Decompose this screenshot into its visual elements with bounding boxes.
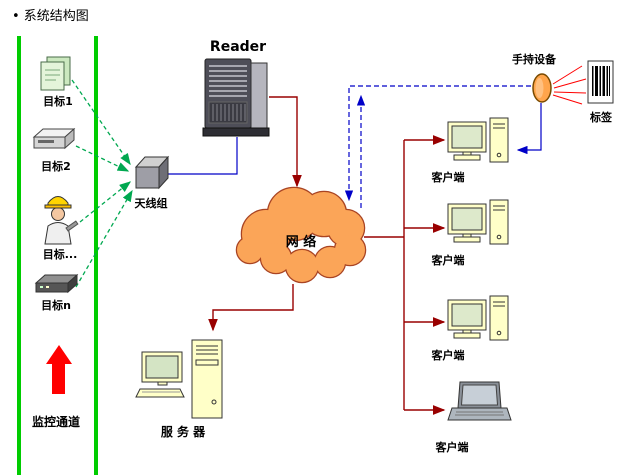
label-target-3: 目标... — [42, 248, 78, 261]
label-target-1: 目标1 — [43, 95, 73, 108]
client-laptop-icon — [447, 381, 512, 421]
label-antenna: 天线组 — [134, 197, 168, 210]
link-network-server — [208, 284, 294, 332]
blue-links — [168, 103, 542, 175]
scan-ray-3 — [553, 91, 587, 94]
link-handheld-network-down — [344, 85, 531, 202]
label-tag: 标签 — [590, 111, 612, 124]
page-title: • 系统结构图 — [12, 9, 89, 24]
client-desktop-icon-2 — [447, 199, 509, 245]
link-target1-antenna — [71, 79, 131, 166]
label-handheld: 手持设备 — [512, 53, 556, 66]
link-target3-antenna — [79, 181, 132, 223]
link-target2-antenna — [75, 145, 130, 172]
documents-icon — [40, 56, 71, 91]
channel-rail-right — [94, 36, 98, 475]
label-client-4: 客户端 — [435, 441, 469, 454]
link-handheld-client1 — [516, 103, 542, 155]
label-target-2: 目标2 — [41, 160, 71, 173]
label-monitor-channel: 监控通道 — [31, 415, 80, 429]
reader-icon — [202, 58, 270, 137]
device-icon-n — [34, 273, 79, 294]
antenna-icon — [134, 155, 170, 190]
link-antenna-reader — [168, 137, 238, 175]
handheld-icon — [532, 73, 552, 103]
channel-up-arrow-icon — [46, 345, 72, 394]
label-client-1: 客户端 — [431, 171, 465, 184]
label-server: 服 务 器 — [160, 425, 206, 439]
scan-ray-2 — [553, 78, 587, 89]
green-dashed-links — [71, 79, 133, 288]
link-reader-network — [269, 96, 302, 188]
link-target4-antenna — [75, 189, 133, 288]
scan-ray-1 — [552, 65, 583, 85]
label-client-3: 客户端 — [431, 349, 465, 362]
channel-rail-left — [17, 36, 21, 475]
label-client-2: 客户端 — [431, 254, 465, 267]
worker-icon — [44, 196, 79, 245]
network-cloud-icon — [235, 186, 367, 284]
handheld-scan-rays — [552, 65, 587, 105]
label-network: 网 络 — [285, 235, 317, 250]
server-icon — [135, 339, 223, 419]
client-desktop-icon-3 — [447, 295, 509, 341]
scan-ray-4 — [552, 94, 583, 105]
device-icon-2 — [32, 127, 76, 150]
tag-barcode-icon — [587, 60, 614, 104]
label-target-n: 目标n — [41, 299, 71, 312]
blue-dashed-links — [344, 85, 531, 208]
red-links — [208, 96, 446, 415]
client-desktop-icon-1 — [447, 117, 509, 163]
label-reader: Reader — [209, 39, 267, 55]
